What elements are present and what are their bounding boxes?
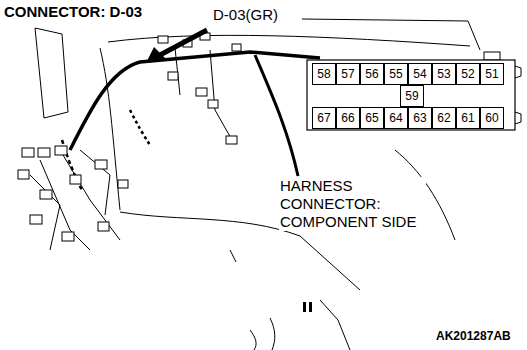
small-connector	[70, 175, 81, 184]
pin-cell: 56	[360, 63, 384, 85]
pin-cell: 57	[336, 63, 360, 85]
small-connector	[226, 136, 237, 144]
pointer-arrow	[160, 30, 207, 55]
pin-number: 56	[365, 68, 378, 80]
pin-cell: 51	[480, 63, 504, 85]
pin-cell: 67	[312, 107, 336, 129]
pin-number: 53	[437, 68, 450, 80]
wire	[30, 175, 60, 250]
small-connector	[30, 215, 42, 224]
figure-code: AK201287AB	[436, 329, 511, 343]
small-connector	[62, 232, 74, 241]
dash-edge	[100, 48, 120, 210]
wire	[80, 150, 110, 215]
hidden-harness	[130, 110, 150, 145]
pin-number: 65	[365, 112, 378, 124]
small-connector	[232, 44, 241, 51]
wiring-harness	[70, 52, 320, 150]
leader-line	[302, 19, 480, 50]
pin-cell: 66	[336, 107, 360, 129]
pin-cell: 64	[384, 107, 408, 129]
pin-cell: 55	[384, 63, 408, 85]
pin-number: 52	[461, 68, 474, 80]
small-connector	[40, 190, 52, 199]
pin-cell: 60	[480, 107, 504, 129]
pin-cell: 54	[408, 63, 432, 85]
wire	[210, 50, 232, 140]
small-connector	[158, 36, 168, 43]
pin-number: 62	[437, 112, 450, 124]
small-connector	[22, 148, 34, 157]
pin-cell: 59	[400, 85, 424, 107]
wiring-harness	[255, 55, 298, 176]
small-connector	[196, 88, 207, 96]
dash-edge	[250, 330, 256, 350]
connector-tab	[515, 66, 521, 124]
pin-number: 63	[413, 112, 426, 124]
pillar-outline	[35, 28, 68, 118]
component-side-symbol	[309, 302, 312, 312]
small-connector	[118, 180, 128, 188]
pin-number: 60	[485, 112, 498, 124]
connector-title: CONNECTOR: D-03	[4, 3, 142, 21]
pin-number: 67	[317, 112, 330, 124]
wire	[40, 160, 90, 250]
pin-number: 61	[461, 112, 474, 124]
pin-number: 54	[413, 68, 426, 80]
pin-cell: 52	[456, 63, 480, 85]
small-connector	[95, 160, 107, 169]
pin-cell: 53	[432, 63, 456, 85]
pin-number: 57	[341, 68, 354, 80]
pin-number: 64	[389, 112, 402, 124]
dash-edge	[270, 318, 275, 350]
pin-cell: 62	[432, 107, 456, 129]
small-connector	[18, 170, 29, 179]
pin-number: 66	[341, 112, 354, 124]
pin-number: 59	[405, 90, 418, 102]
dash-edge	[108, 35, 470, 46]
pin-cell: 58	[312, 63, 336, 85]
small-connector	[55, 146, 67, 155]
pin-number: 58	[317, 68, 330, 80]
pin-cell: 61	[456, 107, 480, 129]
component-side-symbol	[303, 302, 306, 312]
connector-lock	[484, 52, 500, 60]
pin-cell: 65	[360, 107, 384, 129]
small-connector	[98, 222, 109, 231]
pin-cell: 63	[408, 107, 432, 129]
connector-label: D-03(GR)	[213, 6, 278, 24]
small-connector	[208, 100, 218, 108]
dash-edge	[230, 250, 236, 262]
connector-housing	[307, 60, 515, 130]
pointer-arrowhead	[146, 47, 166, 63]
small-connector	[168, 72, 178, 80]
small-connector	[38, 148, 50, 157]
pin-number: 51	[485, 68, 498, 80]
view-caption: HARNESS CONNECTOR: COMPONENT SIDE	[279, 177, 426, 231]
pin-number: 55	[389, 68, 402, 80]
dash-edge	[320, 300, 350, 350]
